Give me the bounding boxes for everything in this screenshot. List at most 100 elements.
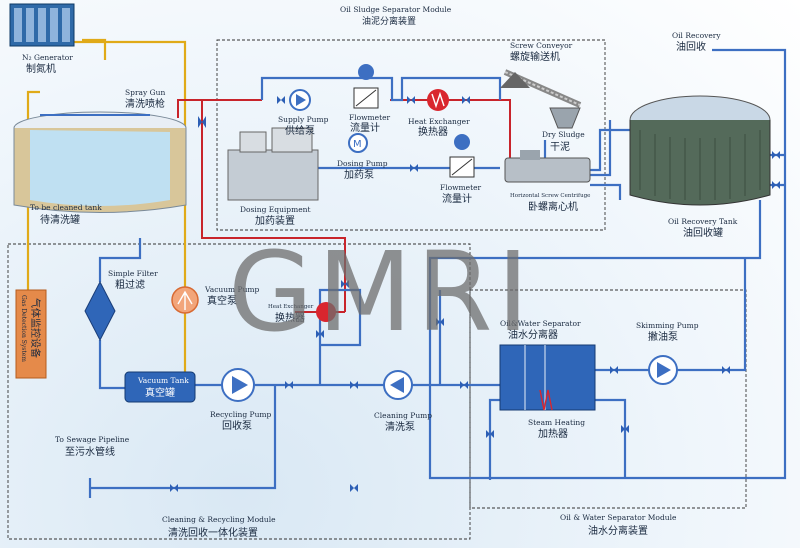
- cleaning-module-label-zh: 清洗回收一体化装置: [168, 526, 258, 539]
- flowmeter2-label-zh: 流量计: [442, 192, 472, 205]
- heat-coil: [431, 91, 445, 109]
- screw-conv-label-zh: 螺旋输送机: [510, 50, 560, 63]
- pump-arrow: [232, 376, 248, 394]
- spray-label: Spray Gun: [125, 88, 165, 97]
- title-en: Oil Sludge Separator Module: [340, 5, 452, 14]
- oil-tank-label-zh: 油回收罐: [683, 226, 723, 239]
- ow-sep-label: Oil&Water Separator: [500, 319, 581, 328]
- valve-icon[interactable]: [350, 381, 358, 389]
- valve-icon[interactable]: [285, 381, 293, 389]
- dosing-pump-icon: [348, 133, 368, 153]
- simple-filter-icon: [84, 280, 116, 342]
- oilwater-module-box: [469, 289, 747, 509]
- heat-ex1-label-zh: 换热器: [418, 125, 448, 138]
- flowmeter2-label: Flowmeter: [440, 183, 482, 192]
- n2-label-zh: 制氮机: [26, 62, 56, 75]
- n2-label: N₂ Generator: [22, 53, 73, 62]
- water-pipe: [318, 288, 362, 385]
- oil-recovery-tank-icon: [629, 95, 771, 206]
- vacuum-arrow: [177, 290, 193, 310]
- valve-icon[interactable]: [621, 425, 629, 433]
- oil-recovery-label: Oil Recovery: [672, 31, 721, 40]
- gas-pipe: [60, 40, 187, 390]
- water-pipe: [488, 398, 500, 480]
- valve-icon[interactable]: [772, 151, 780, 159]
- gas-det-label: Gas Detection System: [20, 295, 27, 362]
- pump-arrow: [657, 362, 671, 378]
- skimming-pump-label: Skimming Pump: [636, 321, 699, 330]
- dosing-pump-mark: M: [353, 139, 362, 150]
- dosing-eq-label-zh: 加药装置: [255, 214, 295, 227]
- water-pipe: [98, 238, 142, 282]
- recycling-pump-label-zh: 回收泵: [222, 419, 252, 432]
- water-pipe: [590, 120, 612, 177]
- water-pipe: [590, 183, 622, 200]
- valve-icon[interactable]: [198, 116, 206, 128]
- water-pipe: [676, 258, 747, 372]
- centrifuge-label-zh: 卧螺离心机: [528, 200, 578, 213]
- spray-label-zh: 清洗喷枪: [125, 97, 165, 110]
- water-pipe: [595, 398, 627, 478]
- vacuum-tank-label: Vacuum Tank: [137, 376, 189, 385]
- dosing-eq-label: Dosing Equipment: [240, 205, 311, 214]
- simple-filter-label: Simple Filter: [108, 269, 158, 278]
- valve-icon[interactable]: [722, 366, 730, 374]
- screw-conveyor-icon: [500, 69, 582, 129]
- oilwater-module-label: Oil & Water Separator Module: [560, 513, 677, 522]
- flowmeter1-label: Flowmeter: [349, 113, 391, 122]
- valve-icon[interactable]: [462, 96, 470, 104]
- vacuum-tank-icon: [124, 371, 196, 403]
- tank-clean-label-zh: 待清洗罐: [40, 213, 80, 226]
- water-pipe: [90, 385, 277, 490]
- cleaning-module-box: [7, 243, 471, 540]
- n2-generator-icon: [9, 3, 75, 47]
- valve-icon[interactable]: [170, 484, 178, 492]
- tank-to-be-cleaned-icon: [13, 111, 187, 213]
- valve-icon[interactable]: [772, 181, 780, 189]
- flowmeter-1-icon: [353, 64, 379, 109]
- centrifuge-label: Horizontal Screw Centrifuge: [510, 193, 590, 199]
- valve-icon[interactable]: [436, 318, 444, 326]
- steam-heat-label-zh: 加热器: [538, 427, 568, 440]
- valve-icon[interactable]: [410, 164, 418, 172]
- centrifuge-icon: [504, 150, 591, 183]
- oil-tank-label: Oil Recovery Tank: [668, 217, 738, 226]
- valve-icon[interactable]: [341, 280, 349, 288]
- flowmeter1-label-zh: 流量计: [350, 121, 380, 134]
- heat-ex2-label: Heat Exchanger: [268, 304, 314, 310]
- water-pipe: [428, 48, 787, 480]
- valve-icon[interactable]: [277, 96, 285, 104]
- supply-pump-label: Supply Pump: [278, 115, 329, 124]
- water-pipe: [98, 340, 125, 390]
- title-zh: 油泥分离装置: [362, 15, 416, 27]
- valve-icon[interactable]: [460, 381, 468, 389]
- vacuum-pump-label: Vacuum Pump: [204, 285, 260, 294]
- pump-arrow: [390, 377, 404, 393]
- valve-icon[interactable]: [486, 430, 494, 438]
- sewage-label: To Sewage Pipeline: [55, 435, 130, 444]
- valve-icon[interactable]: [350, 484, 358, 492]
- cleaning-pump-label-zh: 清洗泵: [385, 420, 415, 433]
- simple-filter-label-zh: 粗过滤: [115, 278, 145, 291]
- dosing-equipment-icon: [227, 127, 319, 201]
- cleaning-module-label: Cleaning & Recycling Module: [162, 515, 276, 524]
- oil-recovery-label-zh: 油回收: [676, 40, 706, 53]
- pump-arrow: [296, 94, 306, 106]
- heat-ex2-label-zh: 换热器: [275, 311, 305, 324]
- ow-sep-label-zh: 油水分离器: [508, 328, 558, 341]
- water-pipe: [590, 128, 630, 172]
- oil-sludge-module-box: [216, 39, 606, 231]
- valve-icon[interactable]: [407, 96, 415, 104]
- heat-exchanger-2-icon: [316, 302, 336, 322]
- steam-heat-label: Steam Heating: [528, 418, 585, 427]
- skimming-pump-label-zh: 撇油泵: [648, 330, 678, 343]
- recycling-pump-label: Recycling Pump: [210, 410, 272, 419]
- valve-icon[interactable]: [316, 330, 324, 338]
- valve-icon[interactable]: [610, 366, 618, 374]
- dry-sludge-label: Dry Sludge: [542, 130, 585, 139]
- gas-pipe: [82, 38, 107, 60]
- vacuum-pump-label-zh: 真空泵: [207, 294, 237, 307]
- cleaning-pump-label: Cleaning Pump: [374, 411, 432, 420]
- tank-clean-label: To be cleaned tank: [30, 203, 102, 212]
